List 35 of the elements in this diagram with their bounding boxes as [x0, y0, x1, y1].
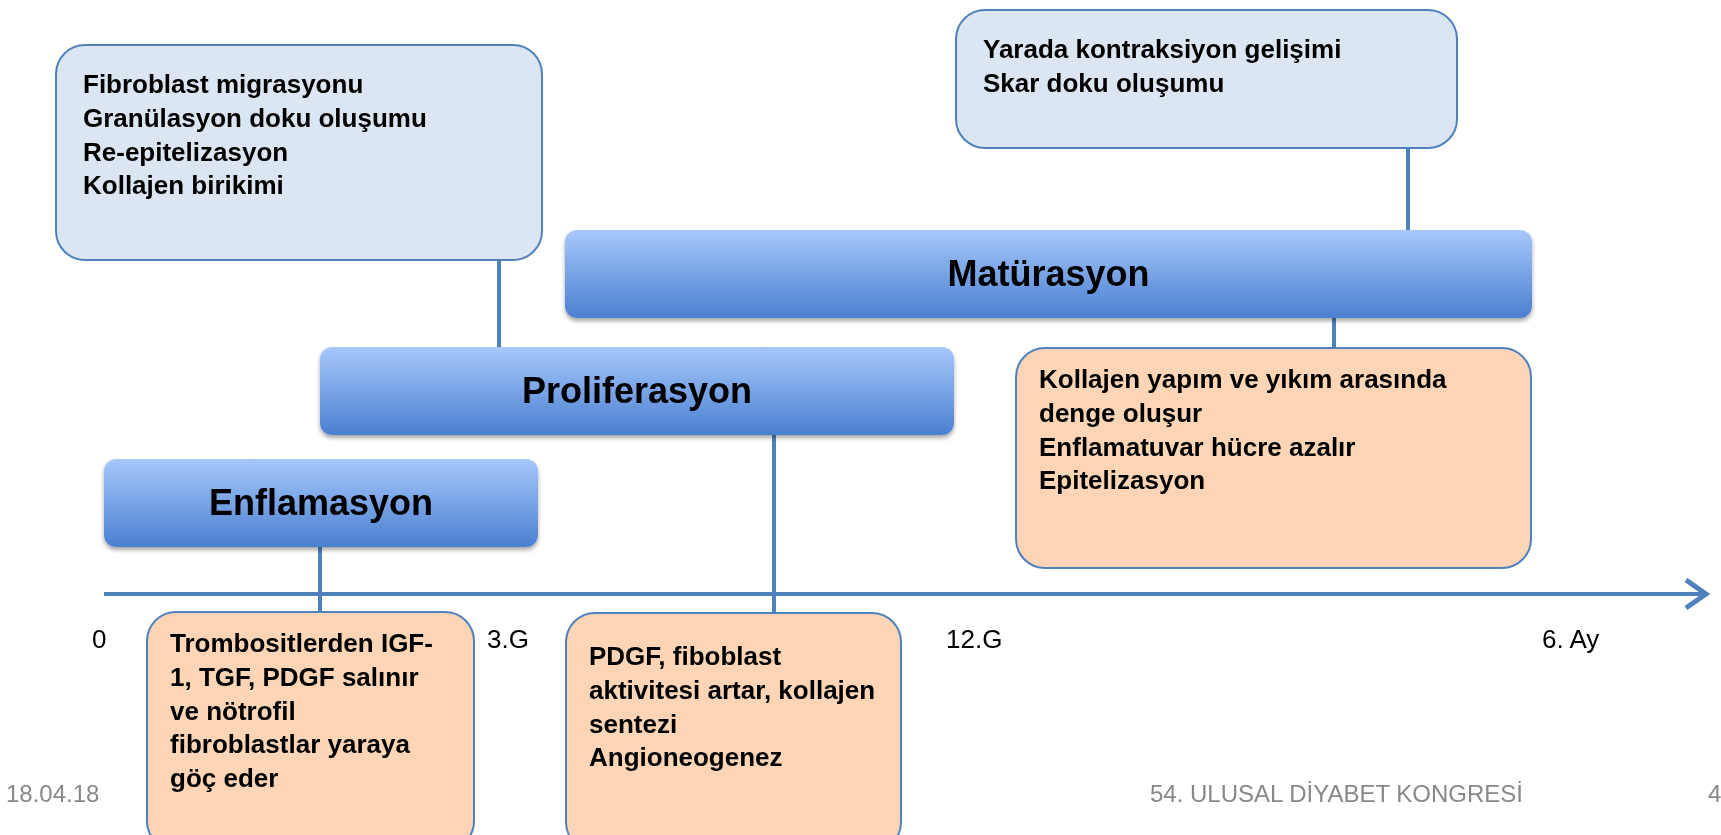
note-box	[1015, 347, 1532, 569]
tick-label: 12.G	[946, 624, 1003, 655]
note-text: Fibroblast migrasyonu	[83, 68, 365, 101]
note-text: Trombositlerden IGF-1, TGF, PDGF salınır ve nötrofil fibroblastlar yaraya göç eder	[170, 627, 434, 796]
connector-line	[1406, 149, 1410, 230]
note-text: Epitelizasyon	[1039, 464, 1207, 498]
note-text: Enflamatuvar hücre azalır	[1039, 430, 1357, 464]
note-text: Skar doku oluşumu	[983, 66, 1226, 100]
connector-line	[772, 435, 776, 612]
phase-bar	[565, 230, 1532, 318]
note-text: Kollajen yapım ve yıkım arasında denge oluşur	[1039, 363, 1448, 430]
note-text: Re-epitelizasyon	[83, 135, 290, 169]
date-text: 18.04.18	[6, 780, 100, 808]
phase-title: Proliferasyon	[521, 368, 753, 413]
phase-bar	[104, 459, 538, 547]
tick-label: 0	[92, 624, 107, 655]
tick-label: 3.G	[487, 624, 529, 655]
connector-line	[318, 547, 322, 611]
note-text: PDGF, fiboblast aktivitesi artar, kollajen sentezi	[589, 640, 877, 741]
note-box	[146, 611, 475, 835]
note-box	[55, 44, 543, 261]
connector-line	[497, 261, 501, 347]
phase-bar	[320, 347, 954, 435]
phase-title: Enflamasyon	[208, 480, 434, 525]
note-text: Yarada kontraksiyon gelişimi	[983, 33, 1343, 66]
phase-title: Matürasyon	[947, 251, 1150, 296]
tick-label: 6. Ay	[1542, 624, 1600, 655]
note-box	[955, 9, 1458, 149]
note-box	[565, 612, 902, 835]
page-number: 4	[1708, 780, 1721, 808]
note-text: Granülasyon doku oluşumu	[83, 101, 428, 135]
connector-line	[1332, 318, 1336, 347]
footer-text: 54. ULUSAL DİYABET KONGRESİ	[1150, 780, 1524, 808]
note-text: Kollajen birikimi	[83, 169, 285, 203]
note-text: Angioneogenez	[589, 741, 784, 775]
